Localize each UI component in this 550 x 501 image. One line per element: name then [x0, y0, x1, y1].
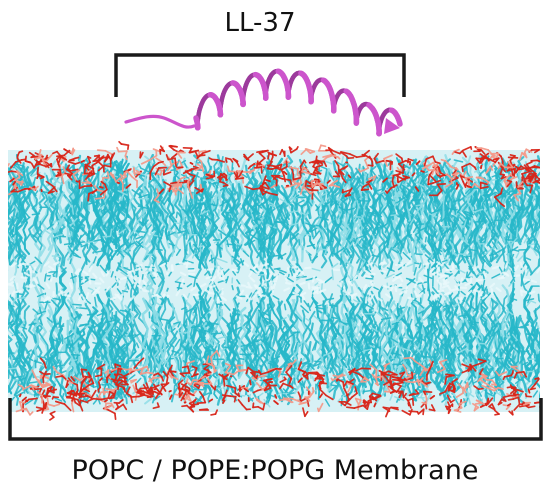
helix-arrowhead: [384, 118, 400, 134]
peptide-label: LL-37: [224, 8, 296, 38]
ll37-helix: [124, 68, 403, 137]
membrane-bracket: [8, 398, 543, 441]
lipid-headgroups: [8, 140, 540, 421]
peptide-bracket: [114, 53, 406, 97]
membrane-label: POPC / POPE:POPG Membrane: [71, 455, 479, 486]
lipid-bilayer: [8, 140, 540, 421]
helix-coil-terminus: [124, 114, 196, 129]
